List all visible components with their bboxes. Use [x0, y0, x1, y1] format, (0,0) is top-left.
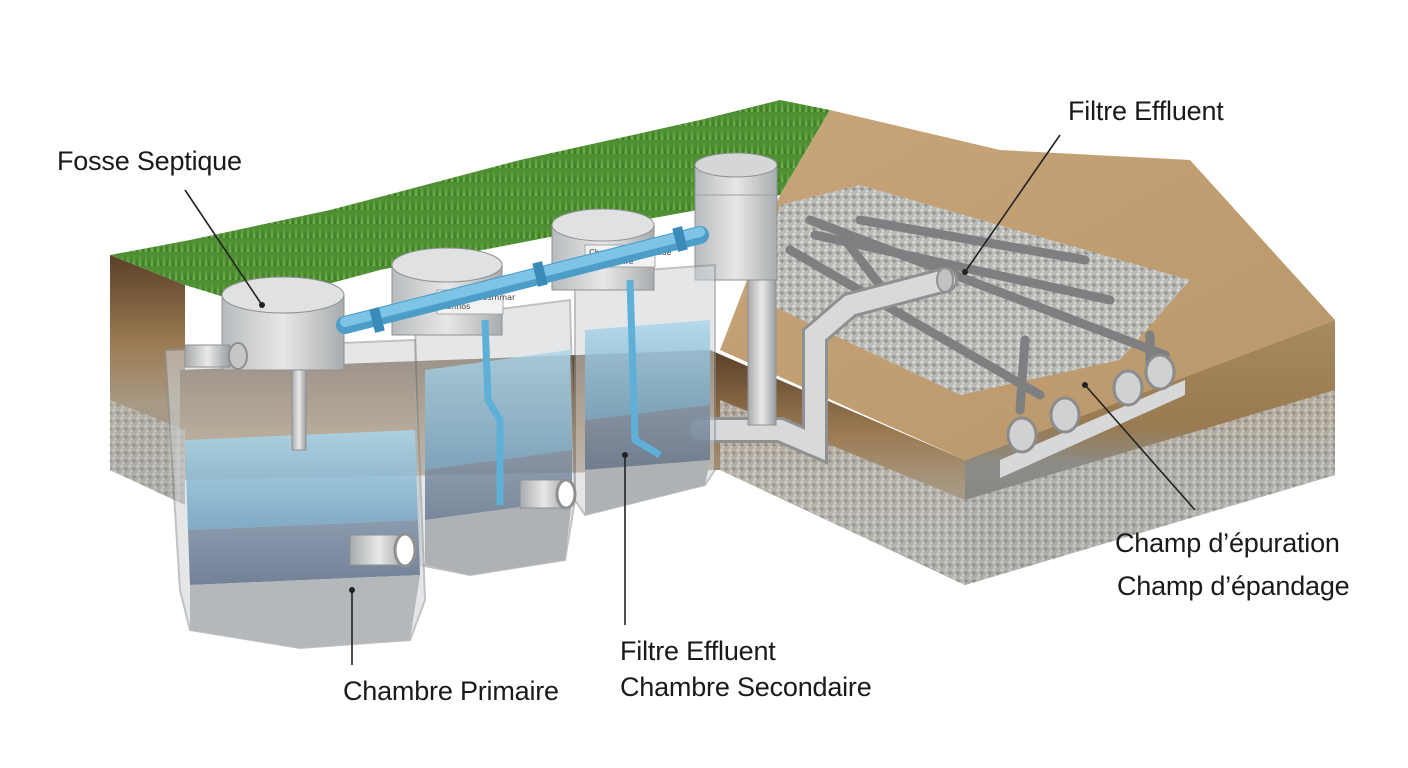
- label-champ-epandage: Champ d’épandage: [1117, 571, 1350, 601]
- label-filtre-effluent-top: Filtre Effluent: [1068, 96, 1224, 126]
- tank-primary: [163, 276, 427, 650]
- label-filtre-effluent-bottom: Filtre Effluent: [620, 636, 776, 666]
- tank-middle: Chamba Cosmmar Eunnos: [391, 247, 577, 577]
- label-chambre-secondaire: Chambre Secondaire: [620, 672, 872, 702]
- tank-middle-tag-line2: Eunnos: [441, 302, 470, 311]
- label-chambre-primaire: Chambre Primaire: [343, 676, 559, 706]
- drain-pipe-ends: [1000, 353, 1185, 478]
- label-champ-epuration: Champ d’épuration: [1115, 528, 1340, 558]
- label-fosse-septique: Fosse Septique: [57, 146, 242, 176]
- leader-dots: [259, 269, 1088, 593]
- leader-lines: [184, 134, 1196, 665]
- distribution-pipes: [785, 215, 1170, 415]
- connecting-pipe: [336, 226, 709, 334]
- effluent-filter-tower: [694, 152, 778, 281]
